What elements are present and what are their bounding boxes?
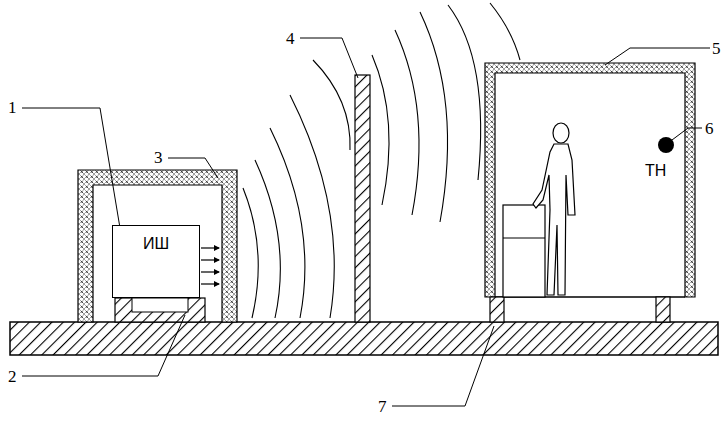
support-gap	[132, 298, 188, 312]
room: ТН	[495, 73, 685, 297]
person	[533, 123, 575, 295]
callout-number: 5	[712, 40, 721, 57]
measurement-point	[658, 137, 674, 153]
barrier-wall	[355, 75, 370, 322]
callout-number: 2	[8, 368, 17, 385]
enclosure	[78, 170, 237, 322]
building-leg	[490, 297, 504, 322]
node-text: ТН	[645, 163, 666, 179]
building	[485, 63, 695, 297]
callout-number: 4	[286, 30, 295, 47]
support	[115, 298, 205, 322]
source-box: ИШ	[112, 225, 200, 298]
callout-number: 6	[705, 120, 714, 137]
emission-arrows	[201, 248, 219, 284]
callout-number: 3	[154, 149, 163, 166]
node-text: ИШ	[143, 236, 169, 252]
table	[503, 205, 545, 297]
callout-number: 7	[378, 398, 387, 415]
building-leg	[656, 297, 670, 322]
leader-lines	[22, 38, 710, 406]
table-line	[503, 238, 545, 239]
sound-waves	[243, 3, 520, 318]
ground	[10, 322, 718, 355]
callout-number: 1	[8, 99, 17, 116]
